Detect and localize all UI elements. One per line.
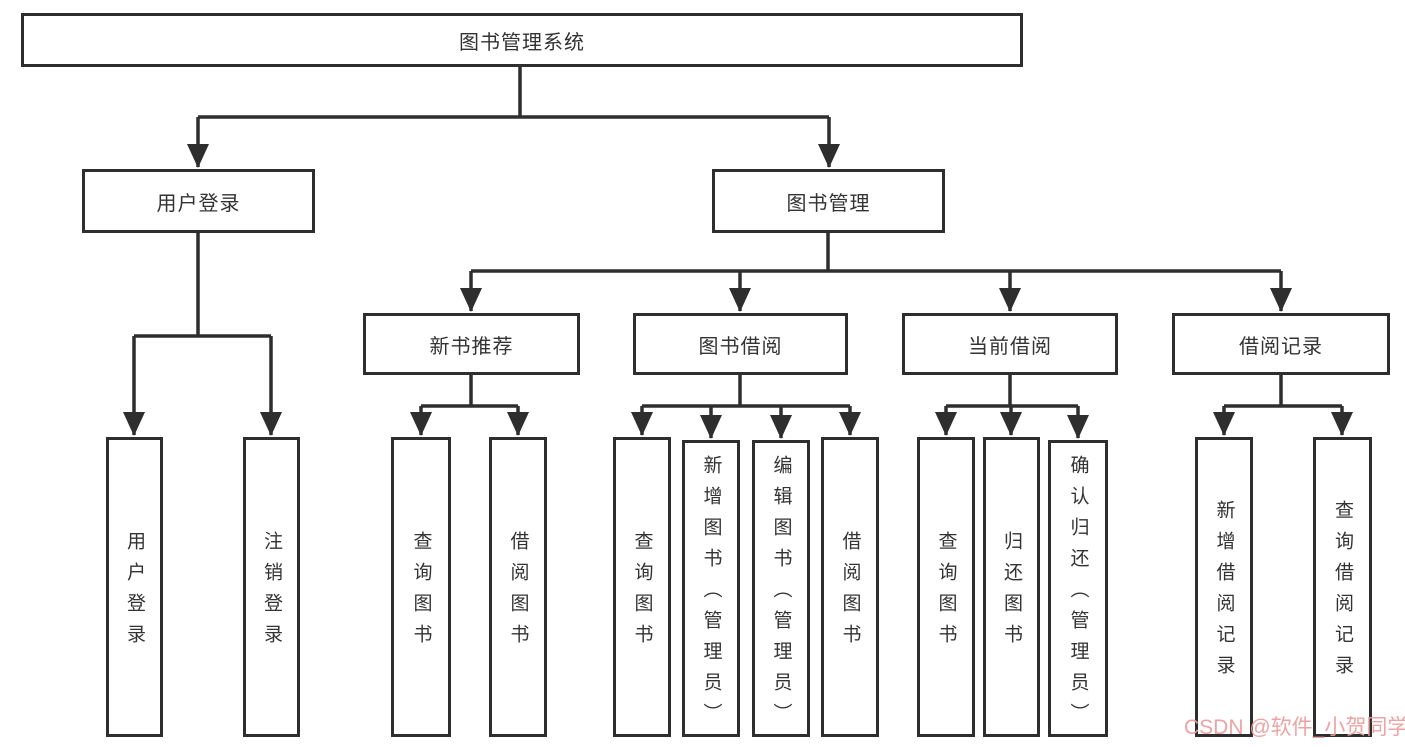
node-label: 查询图书 — [410, 531, 432, 655]
csdn-watermark: CSDN @软件_小贺同学 — [1184, 716, 1405, 739]
node-label: 用户登录 — [124, 531, 145, 655]
node-label: 图书管理 — [786, 192, 871, 215]
node-user-login-leaf: 用户登录 — [106, 437, 163, 737]
node-new-book-recommend: 新书推荐 — [363, 313, 580, 375]
node-book-management: 图书管理 — [712, 169, 945, 233]
node-borrow-books: 借阅图书 — [821, 437, 879, 737]
node-label: 编辑图书（管理员） — [770, 455, 792, 734]
node-query-books: 查询图书 — [917, 437, 975, 737]
node-label: 查询借阅记录 — [1332, 500, 1353, 686]
node-label: 新增图书（管理员） — [700, 455, 722, 734]
node-label: 用户登录 — [156, 192, 241, 215]
node-query-borrow-record: 查询借阅记录 — [1313, 437, 1372, 737]
node-logout-leaf: 注销登录 — [243, 437, 300, 737]
node-label: 注销登录 — [261, 531, 282, 655]
node-label: 当前借阅 — [968, 335, 1052, 358]
node-label: 查询图书 — [935, 531, 957, 655]
node-borrow-books: 借阅图书 — [489, 437, 547, 737]
node-user-login: 用户登录 — [82, 169, 315, 233]
node-label: 图书借阅 — [698, 335, 783, 358]
node-label: 借阅图书 — [507, 531, 529, 655]
node-label: 确认归还（管理员） — [1067, 455, 1089, 734]
node-query-books: 查询图书 — [613, 437, 671, 737]
node-library-system: 图书管理系统 — [21, 13, 1023, 67]
node-query-books: 查询图书 — [391, 437, 451, 737]
node-label: 归还图书 — [1001, 531, 1022, 655]
node-book-borrow: 图书借阅 — [633, 313, 848, 375]
node-label: 借阅图书 — [839, 531, 861, 655]
node-label: 查询图书 — [631, 531, 653, 655]
node-label: 新书推荐 — [429, 335, 514, 358]
node-borrow-records: 借阅记录 — [1172, 313, 1390, 375]
node-return-books: 归还图书 — [983, 437, 1040, 737]
node-confirm-return-admin: 确认归还（管理员） — [1048, 440, 1108, 737]
node-label: 新增借阅记录 — [1213, 500, 1235, 686]
node-label: 借阅记录 — [1239, 335, 1323, 358]
node-add-books-admin: 新增图书（管理员） — [682, 440, 740, 737]
node-label: 图书管理系统 — [459, 31, 585, 54]
node-current-borrow: 当前借阅 — [902, 313, 1118, 375]
node-add-borrow-record: 新增借阅记录 — [1195, 437, 1253, 737]
node-edit-books-admin: 编辑图书（管理员） — [752, 440, 810, 737]
